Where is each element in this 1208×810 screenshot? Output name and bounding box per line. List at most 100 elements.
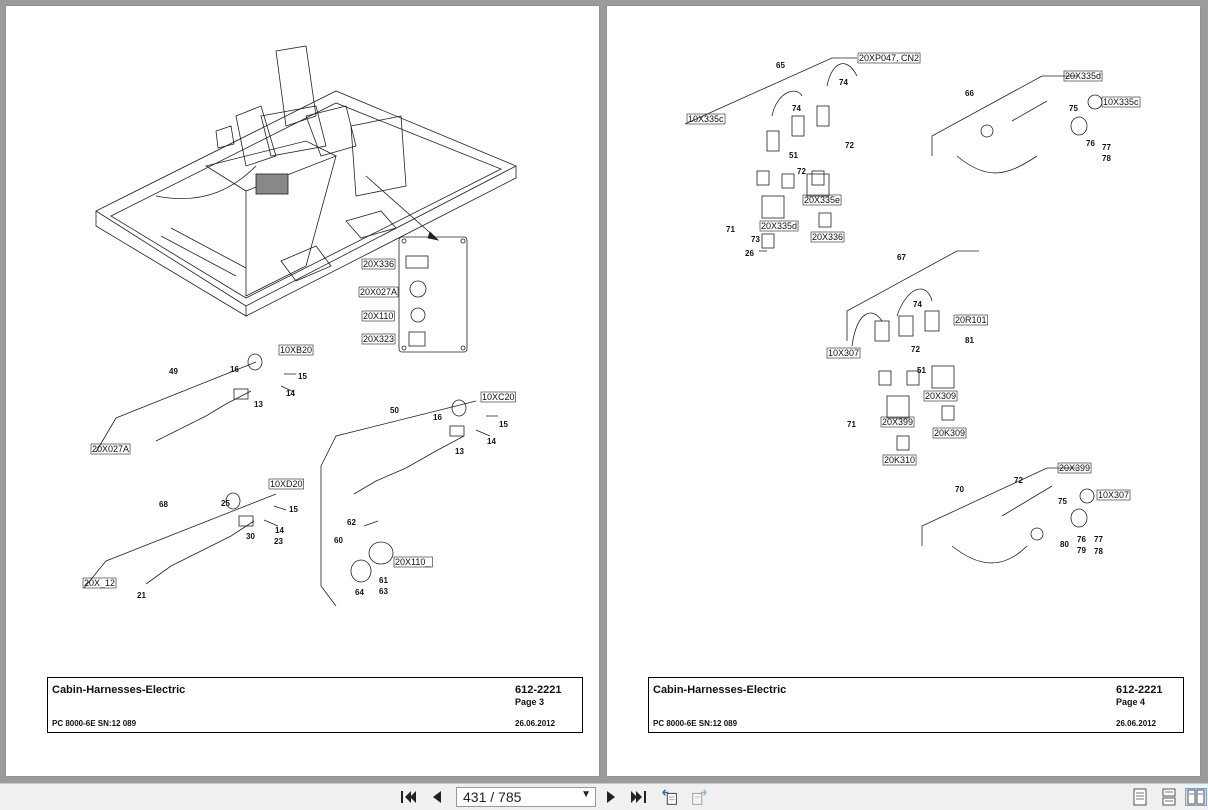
connector-tag: 10X335c <box>688 114 724 124</box>
connector-tag: 10XB20 <box>280 345 312 355</box>
item-number: 72 <box>797 167 806 176</box>
item-number: 81 <box>965 336 974 345</box>
previous-view-button[interactable] <box>660 788 680 806</box>
page-label: Page 3 <box>515 697 545 707</box>
item-number-labels: 65 74 74 51 72 72 71 73 26 66 75 76 77 7… <box>726 61 1111 556</box>
item-number: 65 <box>776 61 785 70</box>
connector-tag-box <box>393 556 433 568</box>
connector-tag-box <box>826 347 861 359</box>
connector-tag-box <box>1057 462 1092 474</box>
item-number: 77 <box>1102 143 1111 152</box>
previous-page-button[interactable] <box>427 788 447 806</box>
first-page-icon <box>401 791 416 803</box>
connector-tag-box <box>1063 70 1103 82</box>
connector-tag: 20X027A <box>360 287 397 297</box>
item-number: 78 <box>1094 547 1103 556</box>
item-number: 23 <box>274 537 283 546</box>
connector-tag: 20K310 <box>884 455 915 465</box>
page-indicator: 431 / 785 <box>463 789 522 805</box>
next-page-icon <box>607 791 615 803</box>
last-page-button[interactable] <box>629 788 649 806</box>
drawing-title: Cabin-Harnesses-Electric <box>52 684 186 696</box>
parts-drawing-page-3: 10XB20 20X027A 10XC20 10XD20 20X_12 20X1… <box>82 45 517 607</box>
item-number: 61 <box>379 576 388 585</box>
first-page-button[interactable] <box>398 788 418 806</box>
connector-tag-box <box>810 231 845 243</box>
item-number: 13 <box>254 400 263 409</box>
item-number: 78 <box>1102 154 1111 163</box>
item-number: 72 <box>911 345 920 354</box>
model-serial: PC 8000-6E SN:12 089 <box>653 719 738 728</box>
continuous-page-icon <box>1162 788 1176 806</box>
item-number: 16 <box>230 365 239 374</box>
connector-tag-box <box>857 52 921 64</box>
connector-tag-box <box>278 344 314 356</box>
connector-tag: 20X309 <box>925 391 956 401</box>
connector-tag: 20X336 <box>363 259 394 269</box>
connector-tag: 20R101 <box>955 315 987 325</box>
parts-drawing-page-4: 20XP047, CN2 10X335c 20X335d 10X335c 20X… <box>684 52 1141 564</box>
connector-tag: 10X335c <box>1103 97 1139 107</box>
item-number: 21 <box>137 591 146 600</box>
drawing-title: Cabin-Harnesses-Electric <box>653 684 787 696</box>
item-number: 15 <box>289 505 298 514</box>
item-number: 72 <box>845 141 854 150</box>
item-number: 71 <box>847 420 856 429</box>
viewer-toolbar: 431 / 785 ▼ <box>0 783 1208 810</box>
item-number: 80 <box>1060 540 1069 549</box>
last-page-icon <box>631 791 646 803</box>
drawing-code: 612-2221 <box>1116 684 1163 696</box>
connector-tag-labels: 10XB20 20X027A 10XC20 10XD20 20X_12 20X1… <box>82 258 516 589</box>
document-page-left: 10XB20 20X027A 10XC20 10XD20 20X_12 20X1… <box>6 6 599 776</box>
connector-tag: 20X110 <box>363 311 393 321</box>
item-number-labels: 49 16 15 13 14 50 16 15 13 14 68 25 15 3… <box>137 365 508 600</box>
connector-tag-box <box>358 286 399 298</box>
item-number: 60 <box>334 536 343 545</box>
facing-pages-view-button[interactable] <box>1185 788 1207 806</box>
item-number: 62 <box>347 518 356 527</box>
next-page-button[interactable] <box>601 788 621 806</box>
page-number-select[interactable]: 431 / 785 ▼ <box>456 787 596 807</box>
item-number: 76 <box>1086 139 1095 148</box>
item-number: 73 <box>751 235 760 244</box>
item-number: 67 <box>897 253 906 262</box>
item-number: 51 <box>917 366 926 375</box>
item-number: 71 <box>726 225 735 234</box>
model-serial: PC 8000-6E SN:12 089 <box>52 719 137 728</box>
item-number: 14 <box>487 437 496 446</box>
item-number: 15 <box>298 372 307 381</box>
connector-tag-box <box>361 258 396 270</box>
next-view-button[interactable] <box>690 788 710 806</box>
item-number: 66 <box>965 89 974 98</box>
connector-tag: 20X027A <box>92 444 129 454</box>
single-page-view-button[interactable] <box>1130 788 1150 806</box>
item-number: 25 <box>221 499 230 508</box>
title-block: Cabin-Harnesses-Electric PC 8000-6E SN:1… <box>648 677 1184 733</box>
connector-tag: 20X335d <box>761 221 797 231</box>
connector-tag: 20X335e <box>804 195 840 205</box>
next-view-icon <box>692 789 707 805</box>
connector-tag: 20X399 <box>1059 463 1090 473</box>
item-number: 13 <box>455 447 464 456</box>
connector-tag-box <box>953 314 988 326</box>
connector-tag: 20X399 <box>882 417 913 427</box>
connector-tag: 20X_12 <box>84 578 115 588</box>
connector-tag: 10X307 <box>828 348 859 358</box>
connector-tag-box <box>923 390 958 402</box>
connector-tag-box <box>880 416 915 428</box>
item-number: 74 <box>913 300 922 309</box>
connector-tag-box <box>932 427 967 439</box>
connector-tag-box <box>686 113 726 125</box>
item-number: 74 <box>792 104 801 113</box>
item-number: 14 <box>275 526 284 535</box>
connector-tag-box <box>82 577 117 589</box>
continuous-view-button[interactable] <box>1159 788 1179 806</box>
drawing-date: 26.06.2012 <box>1116 719 1157 728</box>
title-block: Cabin-Harnesses-Electric PC 8000-6E SN:1… <box>47 677 583 733</box>
dropdown-arrow-icon: ▼ <box>581 789 591 800</box>
item-number: 70 <box>955 485 964 494</box>
connector-tag-box <box>361 333 396 345</box>
item-number: 79 <box>1077 546 1086 555</box>
previous-page-icon <box>433 791 441 803</box>
item-number: 26 <box>745 249 754 258</box>
